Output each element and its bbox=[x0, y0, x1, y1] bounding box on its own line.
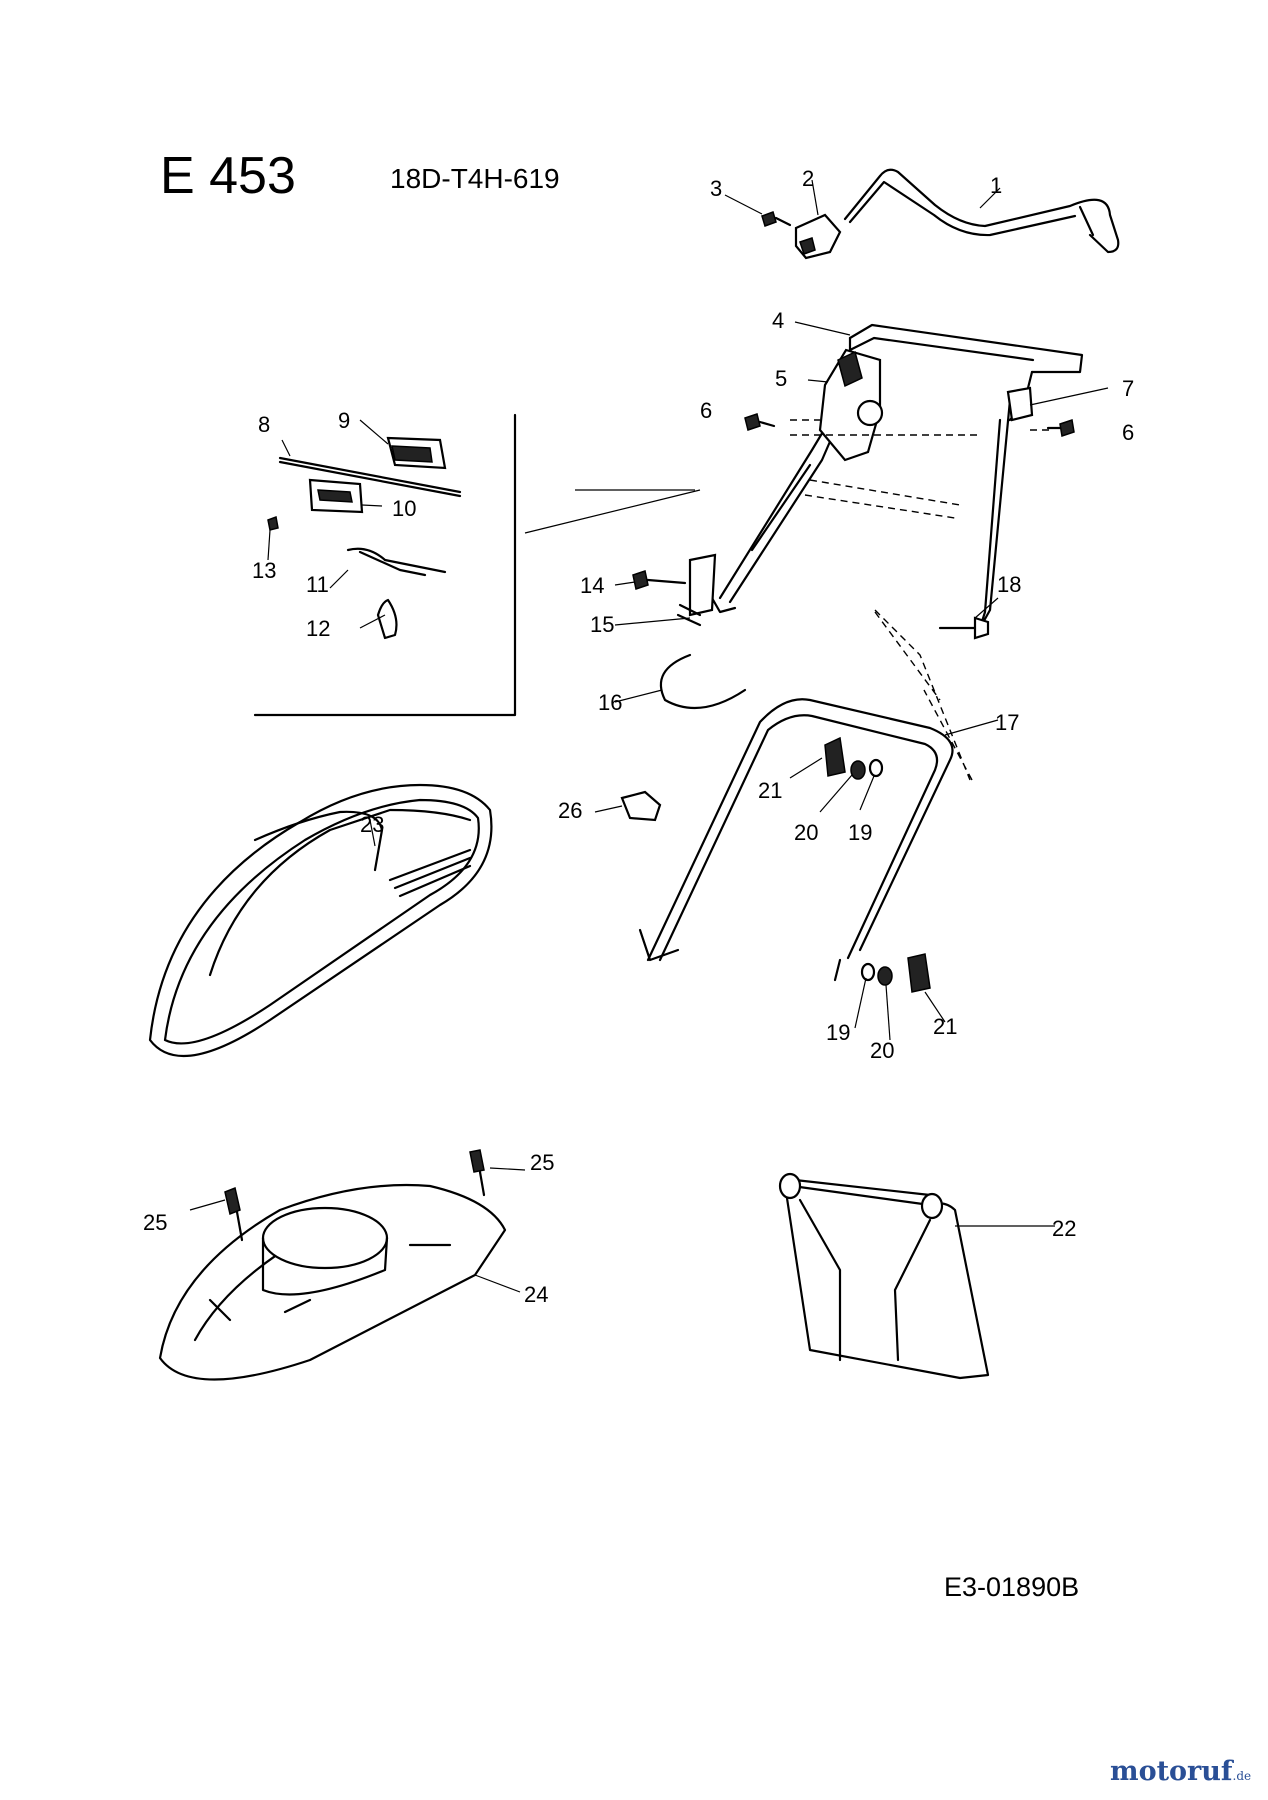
part-7-clamp bbox=[1006, 386, 1034, 422]
part-22-flap bbox=[778, 1172, 990, 1380]
callout-8: 8 bbox=[258, 412, 271, 437]
alignment-lines bbox=[790, 419, 1050, 781]
callout-10: 10 bbox=[392, 496, 417, 521]
site-logo: motoruf.de bbox=[1110, 1758, 1251, 1785]
part-21-knob-upper bbox=[824, 736, 846, 777]
part-23-cover bbox=[148, 783, 493, 1058]
callout-5: 5 bbox=[775, 366, 788, 391]
callout-17: 17 bbox=[995, 710, 1020, 735]
callout-16: 16 bbox=[598, 690, 623, 715]
callout-20-lower: 20 bbox=[870, 1038, 895, 1063]
part-15-knob bbox=[676, 553, 717, 627]
part-21-knob-lower bbox=[907, 953, 931, 993]
inset-detail bbox=[253, 413, 517, 717]
callout-19-lower: 19 bbox=[826, 1020, 851, 1045]
callout-13: 13 bbox=[252, 558, 277, 583]
callout-22: 22 bbox=[1052, 1216, 1077, 1241]
callout-14: 14 bbox=[580, 573, 605, 598]
drawing-number: E3-01890B bbox=[944, 1572, 1080, 1602]
callout-15: 15 bbox=[590, 612, 615, 637]
part-24-base bbox=[158, 1183, 507, 1381]
parts-20-19-washers-upper bbox=[850, 758, 884, 780]
callout-4: 4 bbox=[772, 308, 785, 333]
part-25-screws bbox=[224, 1149, 486, 1242]
callout-3: 3 bbox=[710, 176, 723, 201]
callout-9: 9 bbox=[338, 408, 351, 433]
part-6-screws bbox=[744, 413, 1075, 437]
part-3-screw bbox=[761, 211, 792, 227]
callout-7: 7 bbox=[1122, 376, 1135, 401]
callout-24: 24 bbox=[524, 1282, 549, 1307]
logo-tld: .de bbox=[1232, 1769, 1252, 1783]
part-18-bolt bbox=[938, 616, 990, 640]
callout-20-upper: 20 bbox=[794, 820, 819, 845]
callout-19-upper: 19 bbox=[848, 820, 873, 845]
part-4-upper-handle bbox=[710, 323, 1084, 630]
part-16-ring bbox=[659, 653, 747, 710]
callout-23: 23 bbox=[360, 812, 385, 837]
callout-25-right: 25 bbox=[530, 1150, 555, 1175]
callout-1: 1 bbox=[990, 173, 1003, 198]
logo-text: motoruf bbox=[1110, 1756, 1233, 1787]
part-17-lower-handle bbox=[638, 698, 954, 982]
callout-12: 12 bbox=[306, 616, 331, 641]
callout-11: 11 bbox=[306, 572, 329, 597]
callout-6-left: 6 bbox=[700, 398, 713, 423]
callout-18: 18 bbox=[997, 572, 1022, 597]
callout-6-right: 6 bbox=[1122, 420, 1135, 445]
part-1-bail-bar bbox=[843, 168, 1120, 254]
part-26-clip bbox=[620, 790, 662, 822]
part-5-switch-box bbox=[750, 348, 884, 552]
leader-lines bbox=[189, 179, 1109, 1293]
callout-25-left: 25 bbox=[143, 1210, 168, 1235]
callout-2: 2 bbox=[802, 166, 815, 191]
serial-number: 18D-T4H-619 bbox=[390, 163, 560, 194]
callout-21-lower: 21 bbox=[933, 1014, 958, 1039]
part-2-clip bbox=[794, 213, 842, 260]
callout-26: 26 bbox=[558, 798, 583, 823]
callout-21-upper: 21 bbox=[758, 778, 783, 803]
model-code: E 453 bbox=[160, 147, 296, 205]
part-14-bolt bbox=[632, 570, 687, 590]
parts-19-20-washers-lower bbox=[860, 962, 893, 986]
